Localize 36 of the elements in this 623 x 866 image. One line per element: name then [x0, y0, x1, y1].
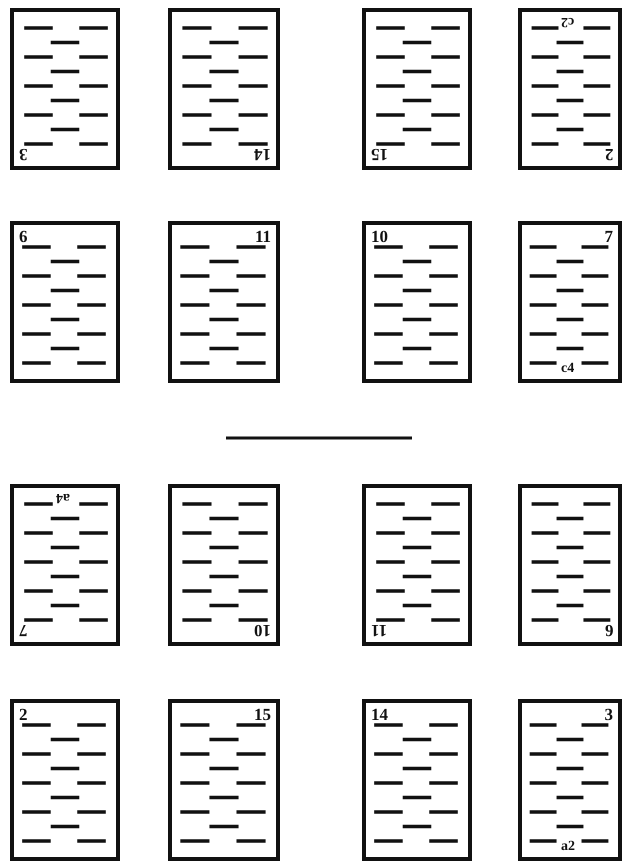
page-box — [362, 699, 472, 861]
page-box — [168, 699, 280, 861]
page-number: 2 — [604, 146, 613, 163]
page-number: 2 — [19, 706, 28, 723]
page-number: 10 — [371, 228, 388, 245]
signature-mark: c2 — [561, 14, 574, 28]
page-box — [168, 8, 280, 170]
page-box — [518, 484, 622, 646]
page-box — [362, 221, 472, 383]
page-box — [518, 221, 622, 383]
page-box — [168, 221, 280, 383]
page-number: 11 — [371, 622, 388, 639]
page-number: 7 — [19, 622, 28, 639]
page-number: 3 — [604, 706, 613, 723]
page-number: 15 — [254, 706, 271, 723]
page-number: 14 — [254, 146, 271, 163]
page-number: 11 — [254, 228, 271, 245]
signature-mark: a2 — [561, 840, 575, 854]
page-number: 3 — [19, 146, 28, 163]
page-box — [10, 484, 120, 646]
page-box — [10, 8, 120, 170]
page-number: 15 — [371, 146, 388, 163]
signature-mark: c4 — [561, 362, 574, 376]
page-box — [362, 8, 472, 170]
page-box — [362, 484, 472, 646]
page-number: 6 — [604, 622, 613, 639]
signature-mark: a4 — [56, 490, 70, 504]
page-number: 10 — [254, 622, 271, 639]
page-box — [518, 8, 622, 170]
page-box — [168, 484, 280, 646]
page-box — [10, 699, 120, 861]
page-box — [10, 221, 120, 383]
page-number: 14 — [371, 706, 388, 723]
page-number: 7 — [604, 228, 613, 245]
page-number: 6 — [19, 228, 28, 245]
page-box — [518, 699, 622, 861]
